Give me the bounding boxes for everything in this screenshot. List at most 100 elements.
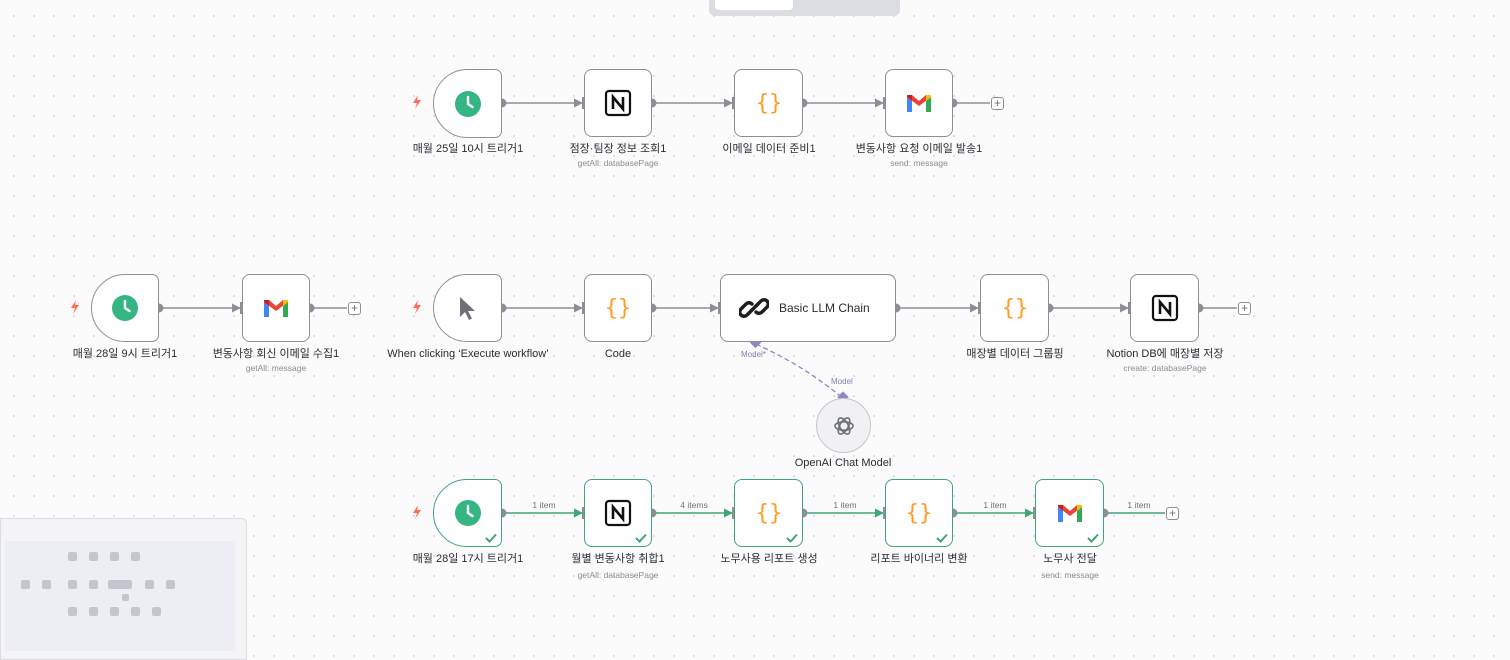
gmail-icon [1057, 505, 1082, 522]
clock-icon [112, 295, 138, 321]
node-label: 노무사용 리포트 생성 [720, 553, 818, 565]
code-braces-icon: {} [605, 296, 632, 321]
node-r3-gmail[interactable] [1035, 479, 1104, 547]
gmail-icon [907, 95, 931, 112]
minimap-node [110, 552, 119, 561]
node-label: 이메일 데이터 준비1 [722, 143, 816, 155]
node-label: 노무사 전달 [1043, 553, 1097, 565]
edge-item-count: 1 item [833, 500, 857, 510]
node-sublabel: create: databasePage [1123, 363, 1207, 373]
minimap-node [21, 580, 30, 589]
add-node-plus-icon[interactable]: + [1166, 507, 1179, 520]
node-sublabel: send: message [1041, 570, 1099, 580]
node-r1-trigger[interactable] [433, 69, 502, 138]
code-braces-icon: {} [1001, 296, 1028, 321]
node-r1-gmail[interactable] [885, 69, 953, 137]
minimap-node [89, 580, 98, 589]
add-node-plus-icon[interactable]: + [991, 97, 1004, 110]
svg-text:{}: {} [605, 296, 632, 321]
code-braces-icon: {} [755, 91, 782, 116]
node-label: 매월 28일 9시 트리거1 [72, 348, 178, 360]
model-port-label: Model* [741, 350, 766, 359]
notion-icon [1151, 294, 1178, 322]
model-port-label: Model [831, 377, 853, 386]
node-sublabel: send: message [890, 158, 948, 168]
edge-item-count: 4 items [680, 500, 708, 510]
success-check-icon [485, 533, 497, 543]
code-braces-icon: {} [755, 501, 782, 526]
clock-icon [454, 90, 481, 117]
node-sublabel: getAll: message [245, 363, 307, 373]
node-r3-notion[interactable] [584, 479, 652, 547]
minimap-viewport[interactable] [5, 541, 235, 651]
edge-item-count: 1 item [983, 500, 1007, 510]
minimap-node [42, 580, 51, 589]
node-sublabel: getAll: databasePage [577, 158, 659, 168]
minimap-node [145, 580, 154, 589]
openai-icon [833, 416, 854, 435]
clock-icon [454, 500, 481, 526]
edge-item-count: 1 item [532, 500, 556, 510]
success-check-icon [786, 533, 798, 543]
node-sublabel: getAll: databasePage [577, 570, 659, 580]
node-label: OpenAI Chat Model [794, 457, 892, 469]
minimap-node [131, 552, 140, 561]
top-toggle-active-segment[interactable] [715, 0, 793, 10]
node-r2b-code[interactable]: {} [584, 274, 652, 342]
trigger-bolt-icon [413, 300, 421, 314]
node-inline-label: Basic LLM Chain [779, 301, 870, 315]
chain-link-icon [739, 298, 769, 318]
node-r2a-gmail[interactable] [242, 274, 310, 342]
node-r3-code1[interactable]: {} [734, 479, 803, 547]
notion-icon [604, 499, 632, 527]
trigger-bolt-icon [71, 300, 79, 314]
gmail-icon [264, 300, 288, 317]
trigger-bolt-icon [413, 95, 421, 109]
node-r1-code[interactable]: {} [734, 69, 803, 137]
svg-text:{}: {} [755, 501, 782, 526]
minimap[interactable] [0, 518, 247, 660]
node-label: 변동사항 회신 이메일 수집1 [212, 348, 340, 360]
node-label: 월별 변동사항 취합1 [571, 553, 665, 565]
node-label: When clicking ‘Execute workflow’ [387, 348, 549, 360]
add-node-plus-icon[interactable]: + [1238, 302, 1251, 315]
edge-item-count: 1 item [1127, 500, 1151, 510]
minimap-node [108, 580, 132, 589]
code-braces-icon: {} [906, 501, 933, 526]
cursor-icon [459, 297, 475, 320]
minimap-node [166, 580, 175, 589]
node-r2b-notion[interactable] [1130, 274, 1199, 342]
node-label: Code [604, 348, 632, 360]
success-check-icon [635, 533, 647, 543]
node-r2b-llm[interactable]: Basic LLM Chain [720, 274, 896, 342]
node-label: 매장별 데이터 그룹핑 [966, 348, 1064, 360]
node-label: 변동사항 요청 이메일 발송1 [855, 143, 983, 155]
svg-text:{}: {} [906, 501, 933, 526]
node-openai-model[interactable] [816, 398, 871, 453]
success-check-icon [936, 533, 948, 543]
node-label: 매월 28일 17시 트리거1 [412, 553, 524, 565]
top-toggle-bar[interactable] [709, 0, 900, 16]
node-label: 매월 25일 10시 트리거1 [412, 143, 524, 155]
minimap-node [89, 607, 98, 616]
node-label: Notion DB에 매장별 저장 [1106, 348, 1224, 360]
node-r2b-group[interactable]: {} [980, 274, 1049, 342]
node-label: 리포트 바이너리 변환 [870, 553, 968, 565]
node-r2a-trigger[interactable] [91, 274, 159, 342]
minimap-node [89, 552, 98, 561]
svg-text:{}: {} [1001, 296, 1028, 321]
svg-text:{}: {} [755, 91, 782, 116]
add-node-plus-icon[interactable]: + [348, 302, 361, 315]
success-check-icon [1087, 533, 1099, 543]
trigger-bolt-icon [413, 505, 421, 519]
minimap-node [68, 607, 77, 616]
node-r3-trigger[interactable] [433, 479, 502, 547]
minimap-node [68, 580, 77, 589]
minimap-node [68, 552, 77, 561]
node-r1-notion[interactable] [584, 69, 652, 137]
node-r2b-manual[interactable] [433, 274, 502, 342]
minimap-node [131, 607, 140, 616]
notion-icon [604, 89, 632, 117]
node-r3-code2[interactable]: {} [885, 479, 953, 547]
